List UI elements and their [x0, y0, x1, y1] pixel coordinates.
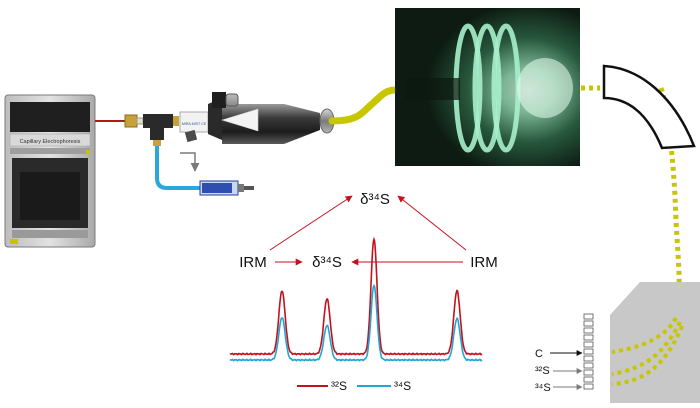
faraday-cup	[583, 341, 594, 348]
ce-instrument: Capillary Electrophoresis	[4, 94, 96, 248]
electropherogram-chart	[229, 236, 483, 362]
irm-left-label: IRM	[239, 254, 267, 271]
faraday-cup	[583, 355, 594, 362]
trace-s32	[229, 236, 483, 356]
icp-torch-photo	[395, 8, 580, 166]
sheath-liquid-tubing	[155, 146, 200, 190]
chart-legend: ³²S ³⁴S	[297, 379, 411, 393]
ce-instrument-label: Capillary Electrophoresis	[20, 139, 81, 145]
faraday-cup	[583, 320, 594, 327]
gas-flow-arrow	[180, 152, 200, 172]
tee-connector	[143, 114, 179, 146]
legend-label-s34: ³⁴S	[394, 379, 411, 393]
transfer-line	[328, 86, 399, 125]
faraday-cup	[583, 348, 594, 355]
spray-chamber	[208, 92, 335, 144]
faraday-cup	[583, 313, 594, 320]
nebulizer-label: MIRA MIST CE	[182, 122, 207, 126]
detector-label-s34: ³⁴S	[535, 382, 551, 394]
capillary-fitting	[124, 114, 144, 128]
faraday-cup	[583, 376, 594, 383]
delta-top-label: δ³⁴S	[360, 191, 390, 208]
faraday-cup	[583, 334, 594, 341]
collector-block	[610, 282, 700, 403]
trace-s34	[229, 284, 483, 362]
detector-label-s32: ³²S	[535, 365, 550, 377]
delta-mid-label: δ³⁴S	[312, 254, 342, 271]
faraday-cup	[583, 383, 594, 390]
syringe-pump	[199, 180, 254, 196]
faraday-cup	[583, 369, 594, 376]
faraday-cup	[583, 362, 594, 369]
arrow-irm-left-to-delta-top	[269, 195, 353, 251]
nebulizer: MIRA MIST CE	[179, 111, 209, 143]
faraday-cups	[583, 313, 594, 390]
irm-right-label: IRM	[470, 254, 498, 271]
arrow-irm-right-to-delta-top	[397, 195, 467, 251]
faraday-cup	[583, 327, 594, 334]
legend-label-s32: ³²S	[331, 379, 347, 393]
magnetic-sector	[602, 64, 696, 150]
detector-label-c: C	[535, 348, 543, 360]
